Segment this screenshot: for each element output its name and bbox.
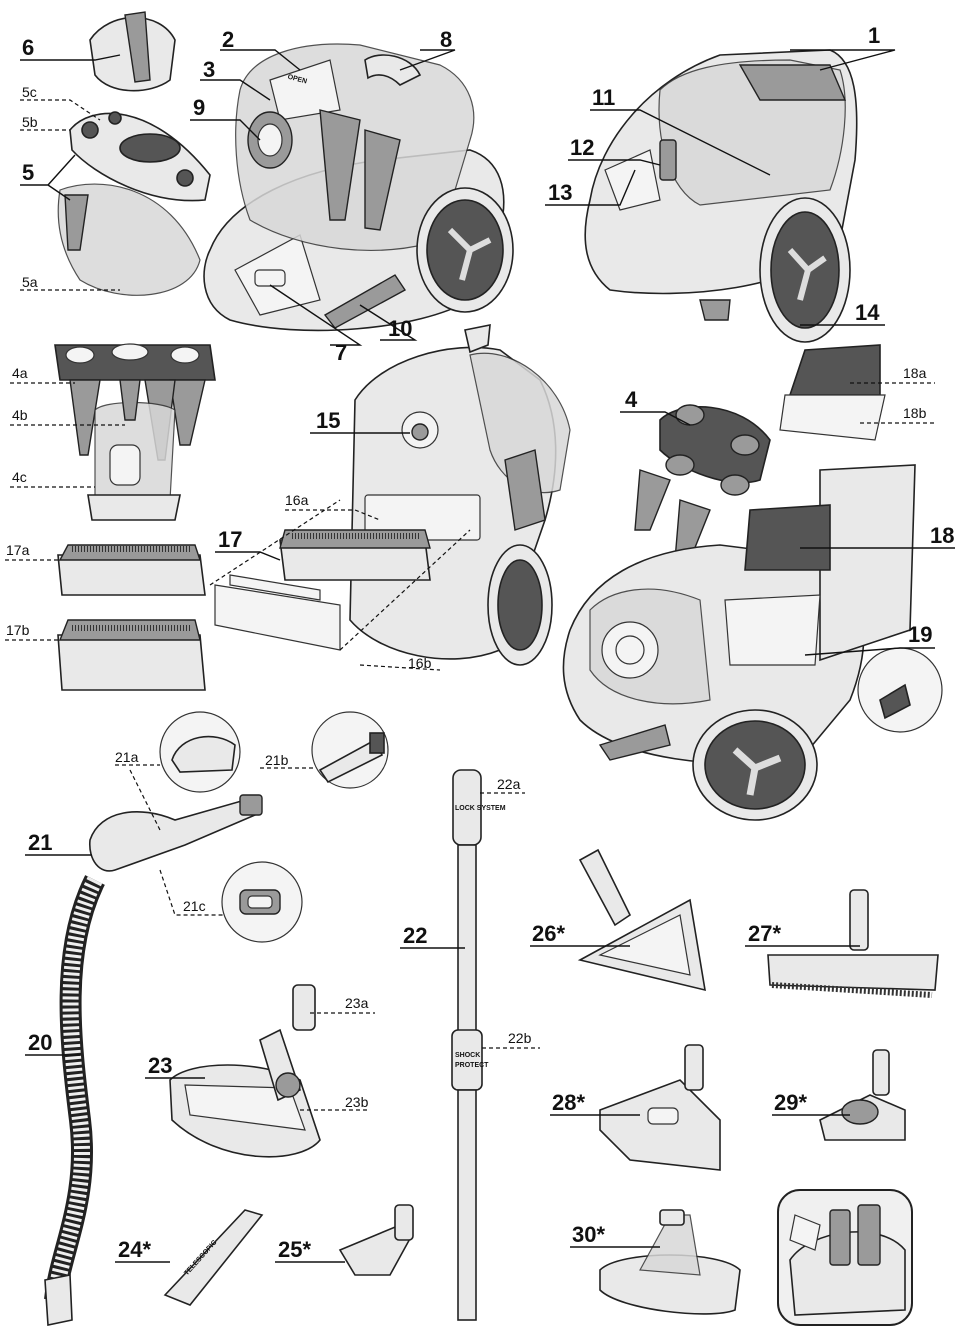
label-4: 4 [625,387,638,412]
label-17: 17 [218,527,242,552]
label-1: 1 [868,23,880,48]
label-17a: 17a [6,542,30,558]
part-5b-5c-lid [69,111,211,202]
main-unit-front-view: OPEN [203,43,514,332]
open-print: OPEN [287,74,308,86]
parquet-brush-27 [767,889,939,998]
label-30: 30* [572,1222,605,1247]
filter-18a-18b [779,344,886,441]
filter-17b [57,619,206,691]
crevice-tool-24: TELESCOPIC [163,1209,264,1306]
cyclone-4-detached [634,404,771,561]
tube-22: LOCK SYSTEM SHOCK PROTECT [451,769,506,1321]
filter-16a [279,529,431,581]
label-21b: 21b [265,752,289,768]
label-12: 12 [570,135,594,160]
shock-print-line2: PROTECT [455,1062,489,1069]
storage-detail-inset [777,1189,913,1326]
label-18b: 18b [903,405,927,421]
turbo-brush-28 [599,1044,721,1171]
label-26: 26* [532,921,565,946]
triangle-nozzle-26 [577,848,706,992]
mini-turbo-29 [819,1049,906,1141]
label-16a: 16a [285,492,309,508]
latch-19-detail [857,647,943,733]
label-23: 23 [148,1053,172,1078]
label-25: 25* [278,1237,311,1262]
label-5b: 5b [22,114,38,130]
handle-detail-21c [221,861,303,943]
label-17b: 17b [6,622,30,638]
label-16b: 16b [408,655,432,671]
label-10: 10 [388,316,412,341]
part-5a-cup [57,183,201,296]
main-unit-rear-view [584,49,858,343]
label-24: 24* [118,1237,151,1262]
part-6-bracket [89,11,176,92]
handle-detail-21a [159,711,241,793]
label-5: 5 [22,160,34,185]
label-20: 20 [28,1030,52,1055]
label-22a: 22a [497,776,521,792]
label-18: 18 [930,523,954,548]
label-2: 2 [222,27,234,52]
label-27: 27* [748,921,781,946]
label-9: 9 [193,95,205,120]
label-8: 8 [440,27,452,52]
label-3: 3 [203,57,215,82]
open-unit-body [562,464,916,821]
label-28: 28* [552,1090,585,1115]
label-22: 22 [403,923,427,948]
label-21a: 21a [115,749,139,765]
label-19: 19 [908,622,932,647]
label-21: 21 [28,830,52,855]
label-18a: 18a [903,365,927,381]
label-5a: 5a [22,274,38,290]
label-13: 13 [548,180,572,205]
filter-17a [57,544,206,596]
label-29: 29* [774,1090,807,1115]
label-4b: 4b [12,407,28,423]
label-21c: 21c [183,898,206,914]
hose-20-handle-21 [44,794,263,1326]
leader-lines [5,49,955,1263]
grille-16b [214,574,341,651]
label-6: 6 [22,35,34,60]
label-23b: 23b [345,1094,369,1110]
label-22b: 22b [508,1030,532,1046]
label-11: 11 [592,85,615,110]
shock-print-line1: SHOCK [455,1052,480,1059]
floor-nozzle-23 [169,984,321,1158]
label-15: 15 [316,408,340,433]
handle-detail-21b [311,711,389,789]
label-14: 14 [855,300,880,325]
label-4a: 4a [12,365,28,381]
upholstery-tool-25 [338,1204,414,1276]
part-labels: 6 5c 5b 5 5a 2 3 9 8 7 10 1 11 12 13 14 … [6,23,954,1262]
lock-system-print: LOCK SYSTEM [455,805,506,812]
rear-unit-open [349,324,571,666]
cyclone-block-4 [54,343,216,521]
label-5c: 5c [22,84,37,100]
label-7: 7 [335,340,347,365]
label-23a: 23a [345,995,369,1011]
accessory-holder-30 [599,1209,741,1315]
label-4c: 4c [12,469,27,485]
